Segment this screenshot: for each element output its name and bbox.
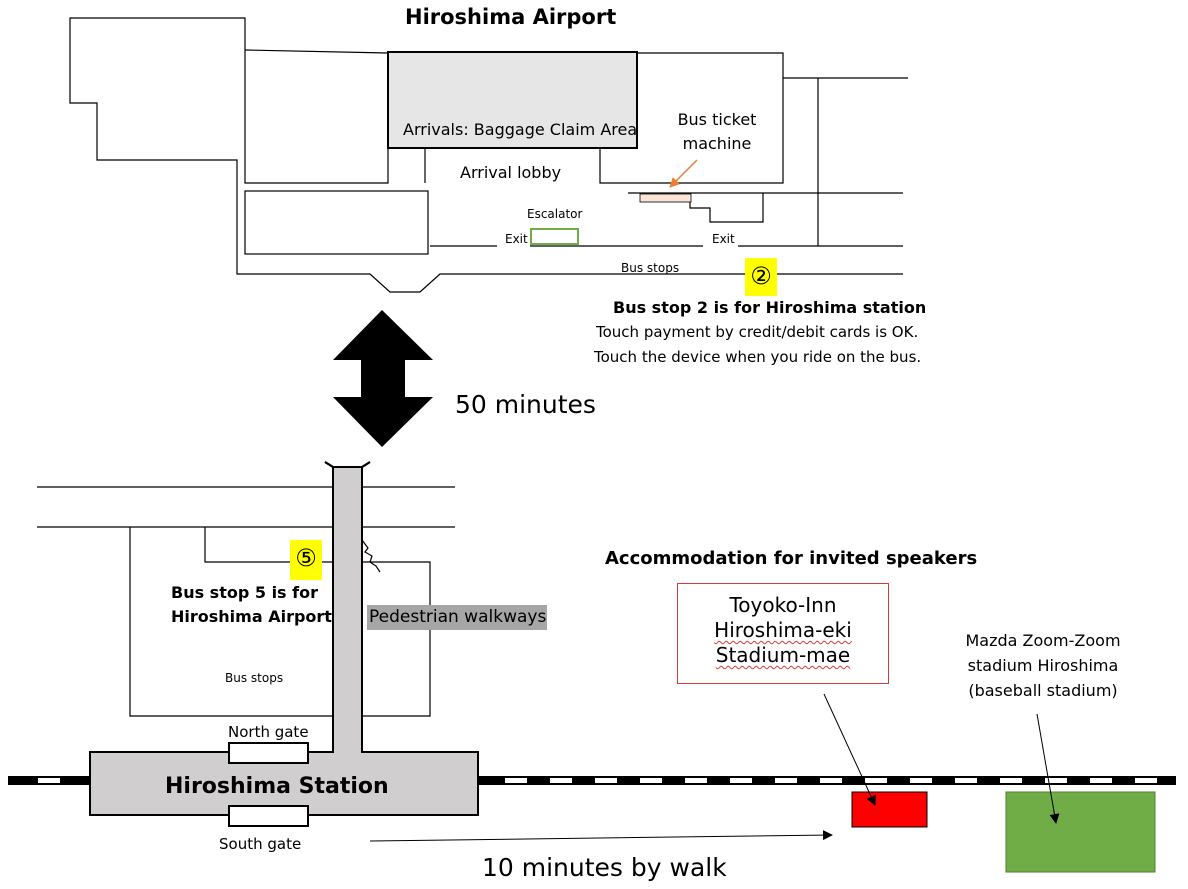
exit-right-label: Exit	[712, 232, 735, 246]
airport-bus-stops-label: Bus stops	[621, 261, 680, 275]
stadium-label: Mazda Zoom-Zoom stadium Hiroshima (baseb…	[965, 631, 1121, 700]
device-note: Touch the device when you ride on the bu…	[594, 348, 922, 366]
baggage-claim-area	[387, 51, 638, 149]
hotel-name-line1: Toyoko-Inn	[729, 593, 837, 617]
stadium-marker	[1005, 791, 1156, 873]
hotel-pointer-arrow	[823, 693, 876, 806]
hotel-box: Toyoko-Inn Hiroshima-eki Stadium-mae	[677, 583, 889, 684]
baggage-claim-label: Arrivals: Baggage Claim Area	[403, 120, 638, 139]
airport-title: Hiroshima Airport	[405, 5, 617, 29]
hotel-marker	[851, 791, 928, 828]
railway-track	[8, 776, 1176, 785]
airport-building-outline	[69, 17, 908, 293]
south-gate-label: South gate	[219, 835, 302, 853]
travel-double-arrow	[333, 310, 433, 447]
escalator-label: Escalator	[527, 207, 583, 221]
bus-stop-5-label: Bus stop 5 is for Hiroshima Airport	[171, 583, 332, 626]
bus-stop-5-badge: ⑤	[290, 540, 322, 580]
walk-duration-label: 10 minutes by walk	[482, 853, 727, 882]
accommodation-heading: Accommodation for invited speakers	[605, 548, 978, 569]
travel-duration-label: 50 minutes	[455, 390, 596, 419]
north-gate-label: North gate	[228, 723, 309, 741]
hotel-name-line3: Stadium-mae	[715, 643, 851, 667]
walk-arrow	[369, 830, 833, 842]
bus-stop-2-badge: ②	[745, 258, 777, 296]
ticket-machine-arrow	[669, 159, 698, 188]
north-gate-marker	[228, 742, 309, 764]
station-bus-stops-label: Bus stops	[225, 671, 284, 685]
bus-stop-2-title: Bus stop 2 is for Hiroshima station	[613, 298, 927, 317]
payment-note: Touch payment by credit/debit cards is O…	[596, 323, 919, 341]
ticket-machine-label: Bus ticket machine	[677, 110, 757, 153]
arrival-lobby-label: Arrival lobby	[460, 163, 562, 182]
hotel-name-line2: Hiroshima-eki	[714, 618, 852, 642]
south-gate-marker	[228, 805, 309, 827]
stadium-pointer-arrow	[1036, 713, 1060, 824]
escalator-marker	[530, 228, 579, 245]
pedestrian-walkways-label: Pedestrian walkways	[367, 605, 547, 630]
exit-left-label: Exit	[505, 232, 528, 246]
station-name: Hiroshima Station	[165, 774, 389, 799]
ticket-machine-marker	[639, 193, 692, 203]
